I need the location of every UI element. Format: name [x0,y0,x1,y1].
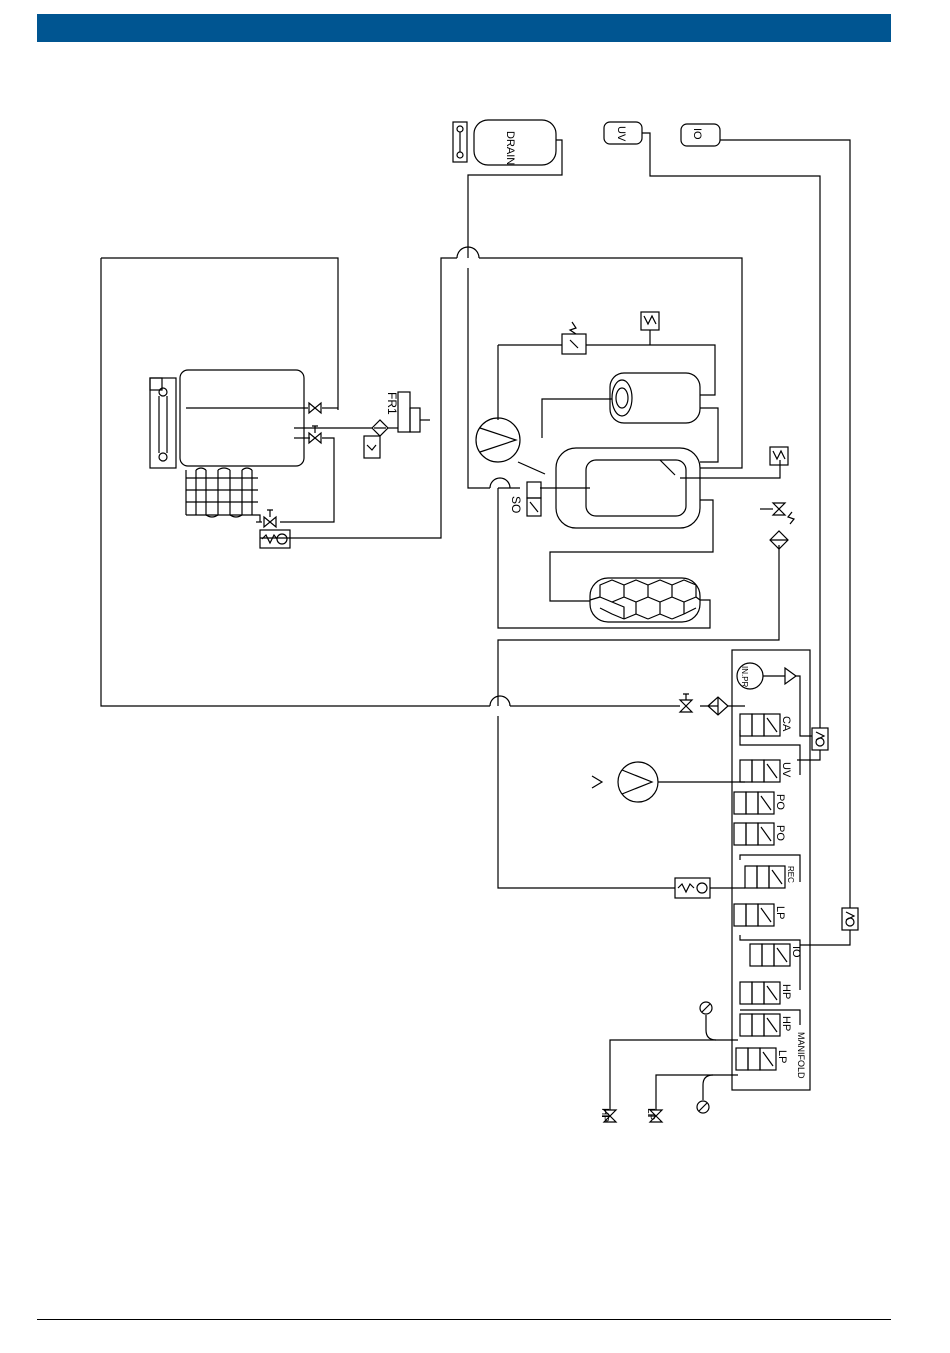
fr1-label: FR1 [385,392,399,415]
valve-ca [740,714,780,736]
service-lp-label: LP [645,1108,656,1121]
heat-exchanger-coil [186,468,258,517]
io-tank-label: IO [691,128,703,140]
valve-hp-2-label: HP [780,1016,792,1031]
valve-rec-label: REC [786,866,795,883]
gauge-hp [700,1002,712,1014]
manifold-inlet-filter [680,694,728,715]
right-valve-filter [760,503,794,549]
service-hp-label: HP [599,1108,610,1122]
valve-labels: CA UV PO PO REC LP IO HP HP LP [774,716,802,1063]
refrigerant-tank [150,370,304,468]
tank-valves [309,403,321,443]
rec-check-valve [675,878,710,898]
valve-lp-1 [734,904,774,926]
drain-label: DRAIN [504,131,516,165]
uv-tank: UV [604,122,642,144]
valve-io [750,944,790,966]
oil-separator-tank [610,373,700,423]
gauge-top [641,312,659,330]
pipe-crossings [457,247,510,706]
desiccant-filter [590,578,700,622]
valve-rec [745,866,785,888]
valve-hp-1-label: HP [780,984,792,999]
pressure-switch [562,322,586,354]
fr1-filter-regulator: FR1 [364,392,430,458]
valve-hp-2 [740,1014,780,1036]
valve-lp-2-label: LP [776,1050,788,1063]
so-label: SO [509,496,523,513]
valve-uv [740,760,780,782]
manifold-label: MANIFOLD [796,1032,806,1079]
io-check-valve [842,908,858,930]
uv-check-valve [812,728,828,750]
service-coupling-lp: LP [645,1108,662,1122]
in-pr-label: IN.PR [740,666,749,688]
uv-tank-label: UV [615,126,627,142]
valve-ca-label: CA [780,716,792,732]
gauge-right [770,447,788,465]
valve-lp-2 [736,1048,776,1070]
compressor [476,418,520,462]
valve-po-1 [734,792,774,814]
gauge-lp [697,1101,709,1113]
pipe-lines [101,133,850,1110]
valve-uv-label: UV [780,762,792,778]
vacuum-pump [592,762,658,802]
drain-tank: DRAIN [453,120,556,165]
so-solenoid: SO [509,482,541,516]
left-check-valve [260,510,290,548]
valve-po-1-label: PO [774,794,786,810]
valve-po-2-label: PO [774,825,786,841]
service-coupling-hp: HP [599,1108,616,1122]
valve-lp-1-label: LP [774,906,786,919]
valve-io-label: IO [790,946,802,958]
valve-hp-1 [740,982,780,1004]
valve-po-2 [734,823,774,845]
io-tank: IO [681,124,720,146]
